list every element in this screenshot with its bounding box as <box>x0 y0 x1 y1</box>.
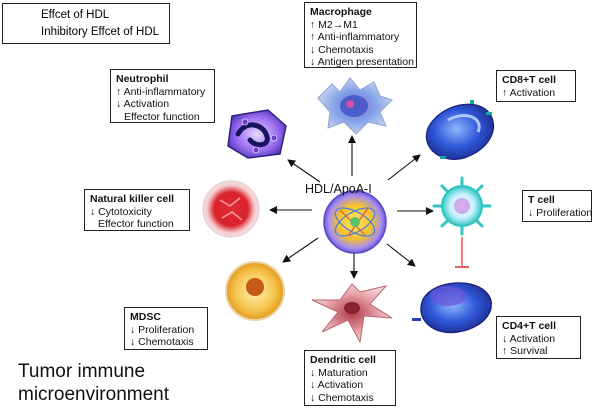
mdsc-cell-icon <box>225 261 285 321</box>
center-arrows <box>269 135 434 279</box>
macrophage-line: ↑ M2→M1 <box>310 18 358 31</box>
cd4-title: CD4+T cell <box>502 320 556 332</box>
neutrophil-line: ↓ Activation <box>116 98 170 110</box>
context-label-line: Tumor immune <box>18 361 146 382</box>
macrophage-line: ↑ Anti-inflammatory <box>310 31 400 43</box>
legend: Effcet of HDL Inhibitory Effcet of HDL <box>2 3 170 44</box>
inhibition-tcell-to-cd4 <box>455 237 469 268</box>
dendritic-line: ↓ Chemotaxis <box>310 391 374 404</box>
natural-killer-cell-icon <box>202 180 260 238</box>
dendritic-box: Dendritic cell ↓ Maturation ↓ Activation… <box>304 350 396 406</box>
nk-line: ↓ Cytotoxicity <box>90 205 152 218</box>
dendritic-line: ↓ Maturation <box>310 366 368 379</box>
tcell-title: T cell <box>528 194 555 206</box>
t-cell-icon <box>432 176 492 236</box>
center-label: HDL/ApoA-I <box>305 182 372 196</box>
cd4-line: ↓ Activation <box>502 332 556 345</box>
cd8-t-cell-icon <box>425 100 495 160</box>
arrow-to-cd4 <box>386 243 416 267</box>
macrophage-line: ↓ Antigen presentation <box>310 56 414 68</box>
legend-effect-label: Effcet of HDL <box>41 9 110 21</box>
nk-box: Natural killer cell ↓ Cytotoxicity Effec… <box>84 189 190 231</box>
neutrophil-cell-icon <box>227 109 287 159</box>
dendritic-title: Dendritic cell <box>310 354 376 366</box>
dendritic-line: ↓ Activation <box>310 379 364 391</box>
neutrophil-line: ↑ Anti-inflammatory <box>116 85 206 98</box>
cd8-title: CD8+T cell <box>502 74 556 86</box>
nk-line: Effector function <box>98 218 174 230</box>
dendritic-cell-icon <box>311 283 393 344</box>
tcell-line: ↓ Proliferation <box>528 206 593 219</box>
nk-title: Natural killer cell <box>90 193 175 205</box>
neutrophil-line: Effector function <box>124 110 200 123</box>
cd8-line: ↑ Activation <box>502 86 556 99</box>
neutrophil-box: Neutrophil ↑ Anti-inflammatory ↓ Activat… <box>110 69 215 123</box>
mdsc-line: ↓ Chemotaxis <box>130 336 194 348</box>
legend-inhibitory-label: Inhibitory Effcet of HDL <box>41 26 160 38</box>
mdsc-line: ↓ Proliferation <box>130 323 195 336</box>
macrophage-box: Macrophage ↑ M2→M1 ↑ Anti-inflammatory ↓… <box>304 2 417 68</box>
arrow-to-neutrophil <box>287 159 321 183</box>
tumor-immune-microenvironment-label: Tumor immune microenvironment <box>18 360 169 406</box>
mdsc-box: MDSC ↓ Proliferation ↓ Chemotaxis <box>124 307 208 350</box>
neutrophil-title: Neutrophil <box>116 73 169 85</box>
context-label-line: microenvironment <box>18 384 169 405</box>
cd8-box: CD8+T cell ↑ Activation <box>496 70 576 102</box>
cd4-line: ↑ Survival <box>502 345 548 357</box>
cd4-box: CD4+T cell ↓ Activation ↑ Survival <box>496 316 581 359</box>
hdl-apoa-i-particle-icon <box>323 190 387 254</box>
arrow-to-mdsc <box>282 237 319 263</box>
macrophage-cell-icon <box>317 77 393 135</box>
arrow-to-cd8 <box>387 154 421 181</box>
tcell-box: T cell ↓ Proliferation <box>522 190 592 222</box>
macrophage-title: Macrophage <box>310 6 372 18</box>
macrophage-line: ↓ Chemotaxis <box>310 43 374 56</box>
cd4-t-cell-icon <box>412 282 492 334</box>
mdsc-title: MDSC <box>130 311 161 323</box>
